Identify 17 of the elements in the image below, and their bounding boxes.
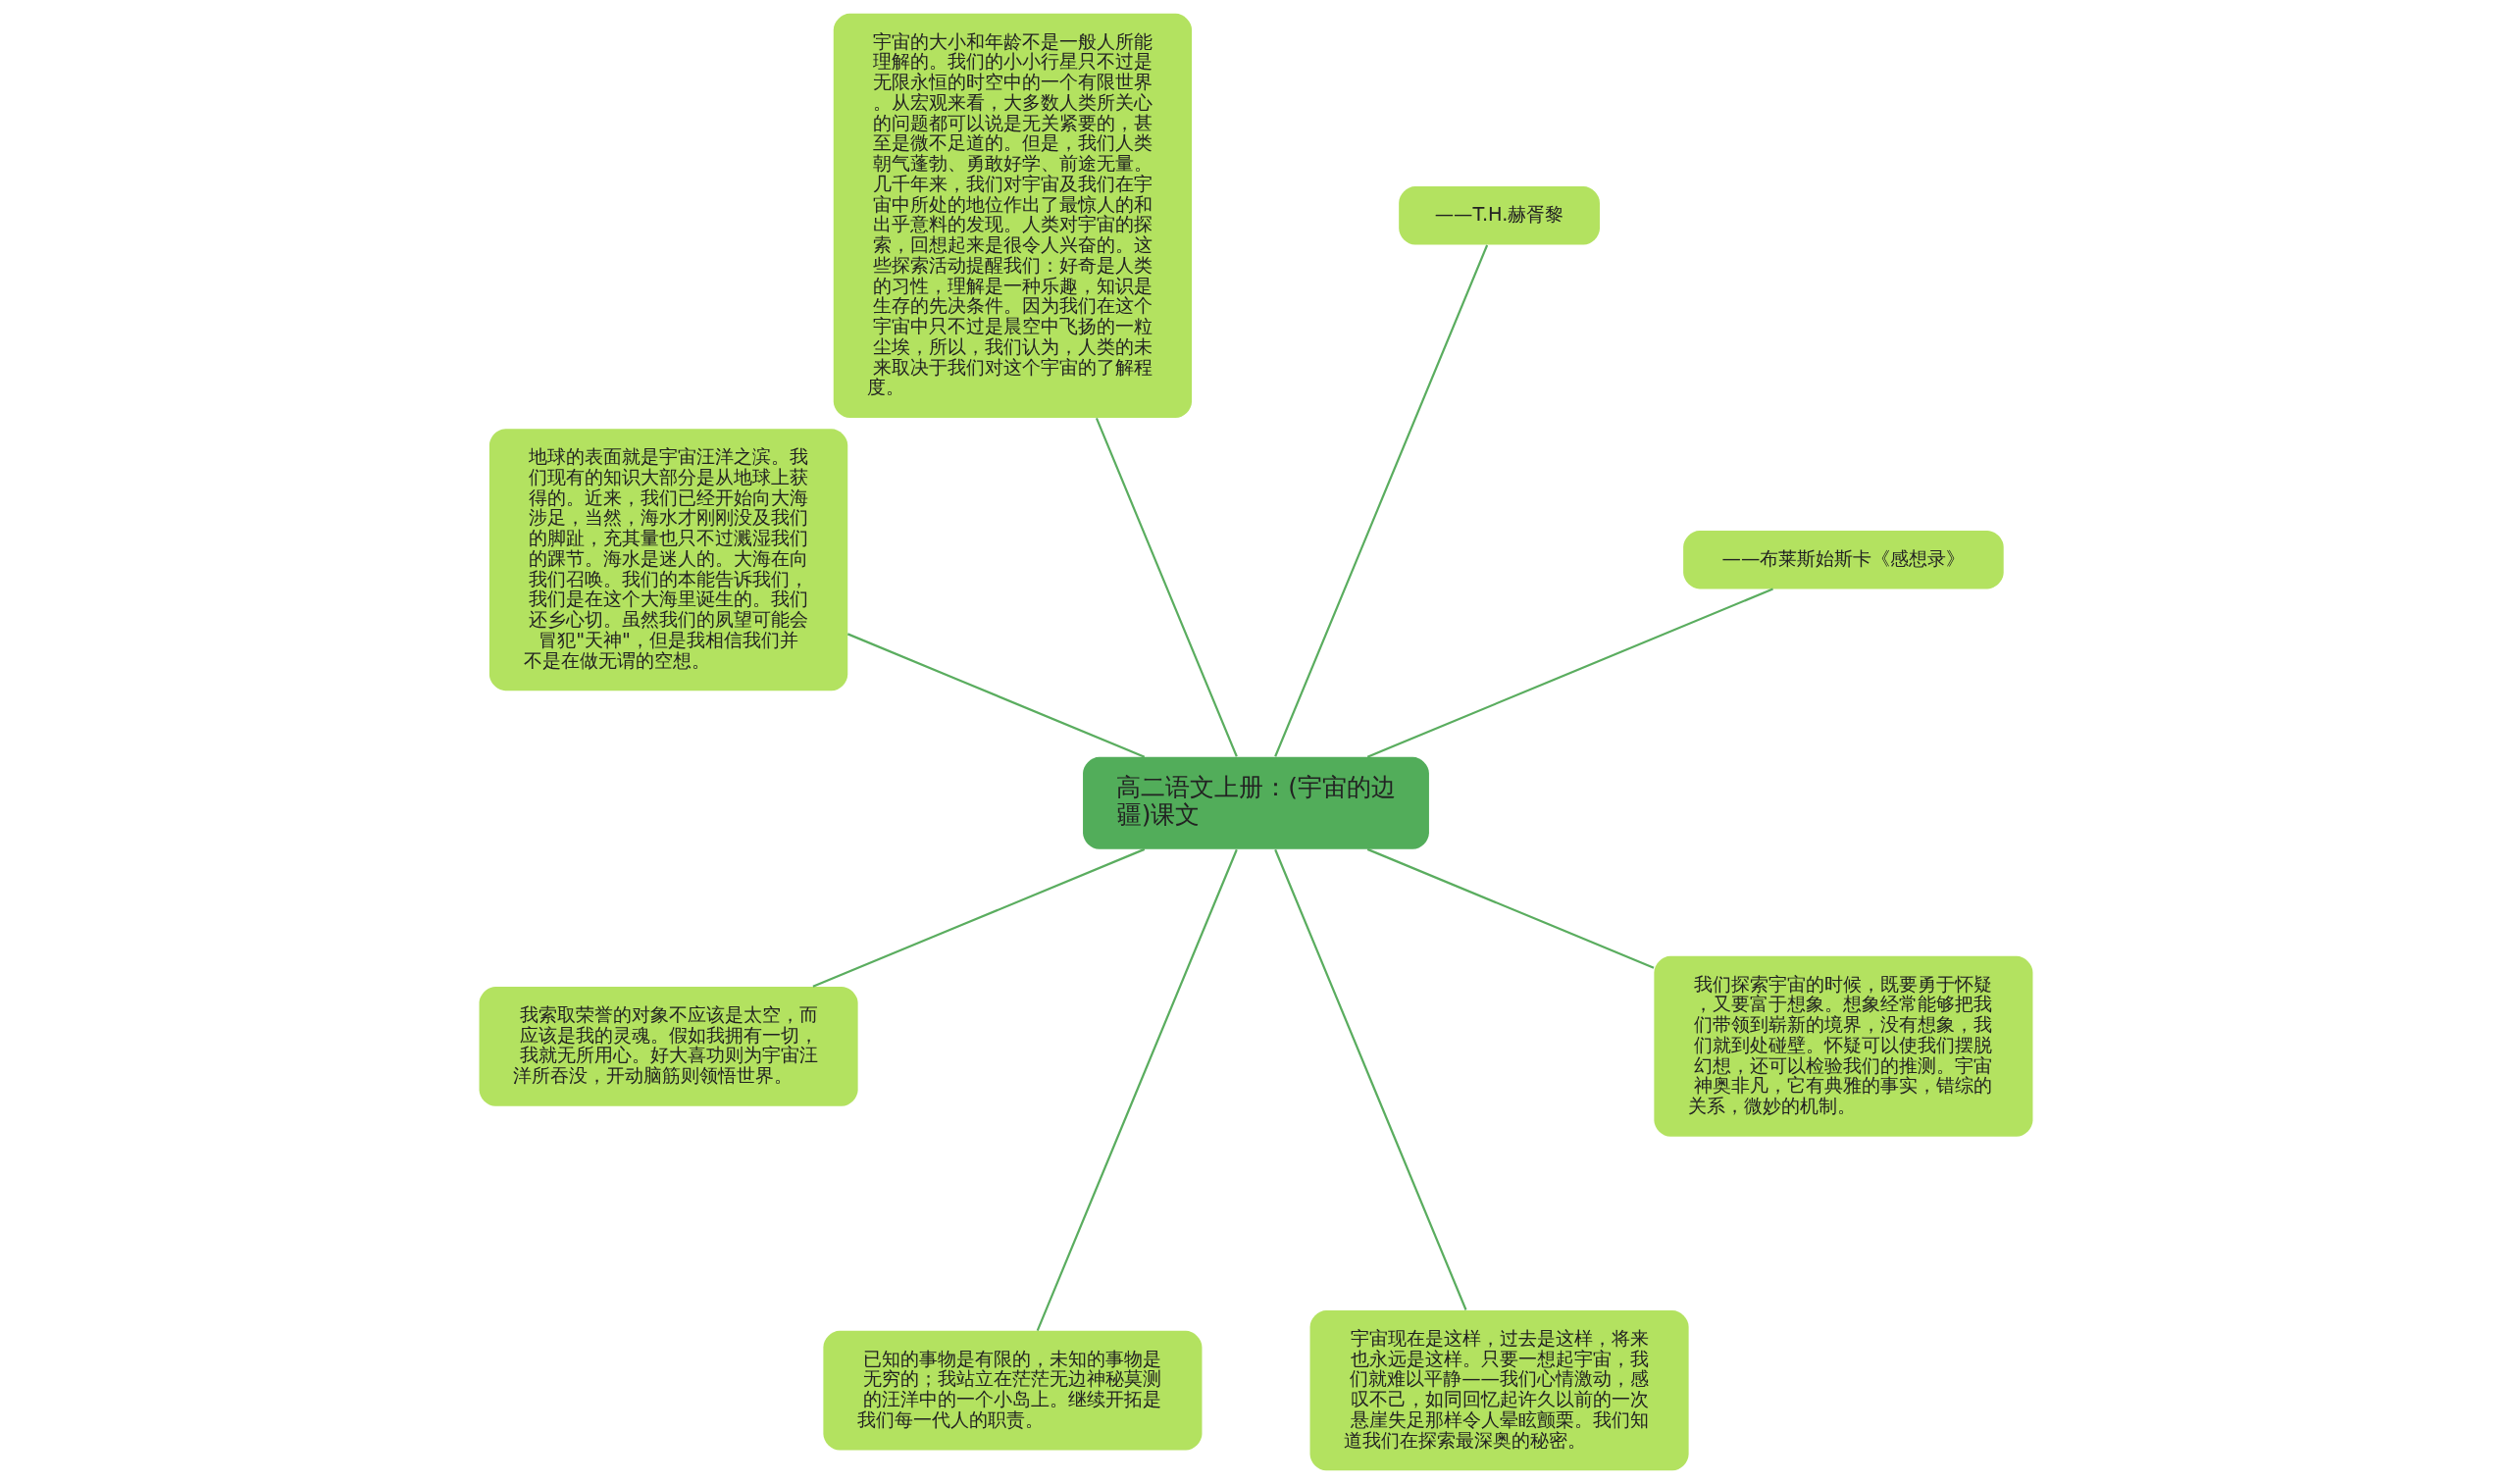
connector — [1273, 244, 1488, 757]
connector — [1366, 588, 1773, 758]
node-box: ——T.H.赫胥黎 — [1398, 186, 1600, 245]
node-box: 已知的事物是有限的，未知的事物是无穷的；我站立在茫茫无边神秘莫测的汪洋中的一个小岛上。继续开拓是我们每一代人的职责。 — [822, 1330, 1202, 1451]
node-box: 我索取荣誉的对象不应该是太空，而应该是我的灵魂。假如我拥有一切，我就无所用心。好大喜功则为宇宙汪洋所吞没，开动脑筋则领悟世界。 — [479, 986, 858, 1106]
node-box: 我们探索宇宙的时候，既要勇于怀疑，又要富于想象。想象经常能够把我们带领到崭新的境界，没有想象，我们就到处碰壁。怀疑可以使我们摆脱幻想，还可以检验我们的推测。宇宙神奥非凡，它有典雅的事实，错综的关系，微妙的机制。 — [1653, 955, 2032, 1137]
connector — [1095, 417, 1238, 757]
connector — [1036, 848, 1238, 1332]
node-box: 宇宙现在是这样，过去是这样，将来也永远是这样。只要一想起宇宙，我们就难以平静——我们心情激动，感叹不己，如同回忆起许久以前的一次悬崖失足那样令人晕眩颤栗。我们知道我们在探索最深奥的秘密。 — [1309, 1310, 1689, 1471]
node-box: 宇宙的大小和年龄不是一般人所能理解的。我们的小小行星只不过是无限永恒的时空中的一个有限世界。从宏观来看，大多数人类所关心的问题都可以说是无关紧要的，甚至是微不足道的。但是，我们人类朝气蓬勃、勇敢好学、前途无量。几千年来，我们对宇宙及我们在宇宙中所处的地位作出了最惊人的和出乎意料的发现。人类对宇宙的探索，回想起来是很令人兴奋的。这些探索活动提醒我们：好奇是人类的习性，理解是一种乐趣，知识是生存的先决条件。因为我们在这个宇宙中只不过是晨空中飞扬的一粒尘埃，所以，我们认为，人类的未来取决于我们对这个宇宙的了解程度。 — [833, 13, 1192, 419]
node-box: ——布莱斯始斯卡《感想录》 — [1682, 530, 2004, 589]
connector — [1366, 847, 1654, 969]
node-box: 高二语文上册：(宇宙的边疆)课文 — [1082, 756, 1429, 849]
connector — [846, 633, 1145, 758]
connector — [1273, 848, 1467, 1310]
connector — [811, 847, 1145, 988]
node-box: 地球的表面就是宇宙汪洋之滨。我们现有的知识大部分是从地球上获得的。近来，我们已经开始向大海涉足，当然，海水才刚刚没及我们的脚趾，充其量也只不过溅湿我们的踝节。海水是迷人的。大海在向我们召唤。我们的本能告诉我们，我们是在这个大海里诞生的。我们还乡心切。虽然我们的夙望可能会冒犯"天神"，但是我相信我们并不是在做无谓的空想。 — [488, 429, 847, 691]
